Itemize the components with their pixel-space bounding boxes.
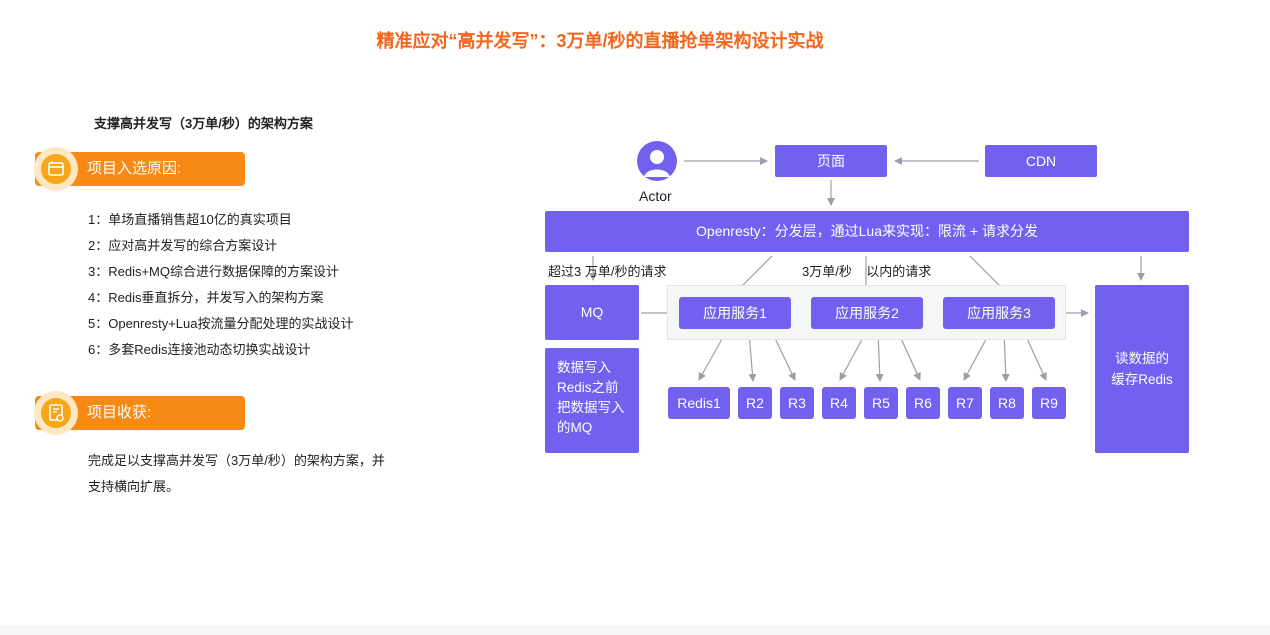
arrow-service1-to-r2 <box>748 331 757 382</box>
read-cache-box: 读数据的 缓存Redis <box>1095 285 1189 453</box>
page-box: 页面 <box>775 145 887 177</box>
gains-text-line-1: 完成足以支撑高并发写（3万单/秒）的架构方案，并 <box>88 453 385 468</box>
mq-note-line-3: 把数据写入 <box>557 400 625 415</box>
read-cache-line-1: 读数据的 <box>1115 351 1169 366</box>
reason-item-3: 3：Redis+MQ综合进行数据保障的方案设计 <box>88 264 339 279</box>
openresty-box: Openresty：分发层，通过Lua来实现：限流 + 请求分发 <box>545 211 1189 252</box>
reason-item-6: 6：多套Redis连接池动态切换实战设计 <box>88 342 311 357</box>
arrow-service2-to-r6 <box>897 331 921 381</box>
reason-item-1: 1：单场直播销售超10亿的真实项目 <box>88 212 292 227</box>
gains-text: 完成足以支撑高并发写（3万单/秒）的架构方案，并 支持横向扩展。 <box>88 448 428 500</box>
page-title: 精准应对“高并发写”：3万单/秒的直播抢单架构设计实战 <box>376 31 824 51</box>
redis-node-9: R9 <box>1032 387 1066 419</box>
arrow-service3-to-r8 <box>1001 331 1010 382</box>
redis-node-3: R3 <box>780 387 814 419</box>
arrow-service1-to-redis1 <box>698 331 727 381</box>
redis-node-2: R2 <box>738 387 772 419</box>
redis-node-6: R6 <box>906 387 940 419</box>
cdn-box: CDN <box>985 145 1097 177</box>
mq-box: MQ <box>545 285 639 340</box>
service-box-2: 应用服务2 <box>811 297 923 329</box>
bottom-band <box>0 625 1270 635</box>
gains-section-label: 项目收获: <box>87 404 152 421</box>
reason-item-2: 2：应对高并发写的综合方案设计 <box>88 238 278 253</box>
service-box-3: 应用服务3 <box>943 297 1055 329</box>
redis-node-4: R4 <box>822 387 856 419</box>
arrow-service3-to-r9 <box>1023 331 1047 381</box>
redis-node-5: R5 <box>864 387 898 419</box>
service-box-1: 应用服务1 <box>679 297 791 329</box>
redis-node-1: Redis1 <box>668 387 730 419</box>
arrow-service3-to-r7 <box>963 331 991 381</box>
reason-item-4: 4：Redis垂直拆分，并发写入的架构方案 <box>88 290 324 305</box>
mq-note-box: 数据写入 Redis之前 把数据写入 的MQ <box>545 348 639 453</box>
reasons-section-label: 项目入选原因: <box>87 160 182 177</box>
reason-item-5: 5：Openresty+Lua按流量分配处理的实战设计 <box>88 316 354 331</box>
arrow-service2-to-r4 <box>839 331 867 381</box>
read-cache-line-2: 缓存Redis <box>1111 372 1173 387</box>
arrow-service2-to-r5 <box>875 331 884 382</box>
architecture-subtitle: 支撑高并发写（3万单/秒）的架构方案 <box>94 116 313 131</box>
redis-node-8: R8 <box>990 387 1024 419</box>
label-within-threshold: 3万单/秒 以内的请求 <box>802 264 932 279</box>
label-over-threshold: 超过3 万单/秒的请求 <box>548 264 667 279</box>
document-check-icon <box>34 391 78 435</box>
mq-note-line-1: 数据写入 <box>557 360 611 375</box>
folder-icon <box>34 147 78 191</box>
arrow-service1-to-r3 <box>771 331 796 381</box>
actor-label: Actor <box>639 188 672 204</box>
mq-note-line-2: Redis之前 <box>557 380 619 395</box>
actor-icon <box>637 141 677 181</box>
gains-text-line-2: 支持横向扩展。 <box>88 479 180 494</box>
redis-node-7: R7 <box>948 387 982 419</box>
mq-note-line-4: 的MQ <box>557 420 593 435</box>
